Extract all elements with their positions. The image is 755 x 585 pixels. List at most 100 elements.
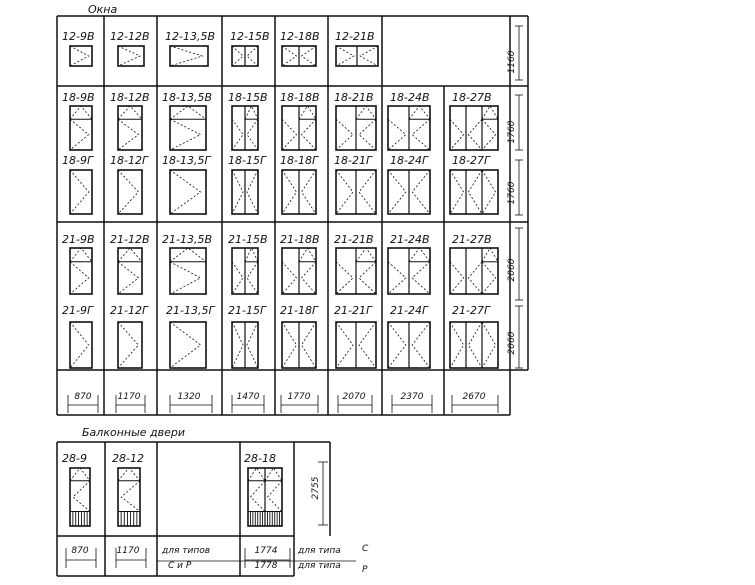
window-open-mark [387, 321, 407, 369]
window-open-mark [298, 105, 317, 120]
window-label: 18-18В [280, 91, 320, 104]
door-width-dim: 870 [71, 546, 88, 556]
window-label: 21-12Г [110, 304, 149, 317]
window-frame [69, 169, 93, 215]
door-open-mark [69, 467, 91, 482]
type-note: для типов [161, 546, 210, 556]
window-label: 12-21В [335, 30, 375, 43]
window-label: 18-12В [110, 91, 150, 104]
window-open-mark [69, 105, 93, 120]
window-glyph [387, 169, 431, 215]
window-open-mark [246, 261, 259, 295]
window-open-mark [358, 169, 377, 215]
window-label: 12-9В [62, 30, 95, 43]
window-glyph [281, 169, 317, 215]
window-glyph [169, 45, 209, 67]
window-label: 12-12В [110, 30, 150, 43]
window-open-mark [481, 247, 499, 263]
door-glyph [117, 467, 141, 527]
window-open-mark [169, 261, 202, 295]
window-open-mark [335, 45, 355, 67]
window-open-mark [467, 321, 483, 369]
door-open-mark [267, 480, 283, 512]
window-glyph [231, 105, 259, 151]
width-dim: 2070 [343, 392, 366, 402]
window-open-mark [449, 261, 465, 295]
window-open-mark [355, 247, 377, 263]
window-frame [449, 321, 499, 369]
window-label: 21-15Г [228, 304, 267, 317]
window-open-mark [411, 261, 431, 295]
width-dim: 1470 [237, 392, 260, 402]
window-open-mark [244, 247, 259, 262]
window-open-mark [231, 45, 244, 67]
window-open-mark [387, 118, 407, 151]
height-dim: 1760 [507, 120, 517, 143]
window-open-mark [387, 261, 407, 295]
window-open-mark [300, 45, 317, 67]
door-open-mark [247, 467, 266, 481]
window-open-mark [358, 261, 377, 295]
window-open-mark [449, 169, 465, 215]
window-label: 21-27В [452, 233, 492, 246]
window-open-mark [481, 321, 497, 369]
window-frame [117, 321, 143, 369]
window-glyph [335, 105, 377, 151]
window-glyph [335, 247, 377, 295]
window-glyph [449, 321, 499, 369]
door-open-mark [120, 480, 141, 512]
type-p-letter: Р [362, 565, 368, 575]
window-marks [69, 45, 499, 527]
window-frame [69, 45, 93, 67]
window-open-mark [117, 118, 140, 151]
window-open-mark [231, 169, 244, 215]
window-frame [69, 105, 93, 151]
window-frame [117, 169, 143, 215]
window-open-mark [467, 118, 483, 151]
window-label: 18-12Г [110, 154, 149, 167]
type-c-letter: С [362, 544, 369, 554]
window-label: 12-13,5В [165, 30, 215, 43]
door-open-mark [117, 467, 141, 482]
window-glyph [449, 105, 499, 151]
window-glyph [169, 105, 207, 151]
window-open-mark [301, 118, 317, 151]
window-glyph [231, 45, 259, 67]
window-open-mark [69, 247, 93, 263]
window-open-mark [169, 105, 207, 120]
window-open-mark [246, 169, 259, 215]
window-glyph [387, 105, 431, 151]
window-open-mark [358, 118, 377, 151]
window-label: 18-15В [228, 91, 268, 104]
window-glyph [69, 45, 93, 67]
window-open-mark [481, 105, 499, 120]
window-frame [117, 105, 143, 151]
window-open-mark [387, 169, 407, 215]
window-label: 18-27В [452, 91, 492, 104]
door-open-mark [250, 480, 266, 512]
window-open-mark [408, 105, 431, 120]
window-glyph [335, 169, 377, 215]
door-width-dim: 1170 [117, 546, 140, 556]
type-p-note: для типа [297, 561, 341, 571]
window-open-mark [411, 118, 431, 151]
window-glyph [387, 321, 431, 369]
height-dim: 2060 [507, 258, 517, 281]
window-glyph [69, 247, 93, 295]
window-open-mark [301, 321, 317, 369]
window-label: 21-9В [62, 233, 95, 246]
window-open-mark [281, 118, 297, 151]
window-open-mark [449, 321, 465, 369]
window-label: 21-18В [280, 233, 320, 246]
window-glyph [335, 45, 379, 67]
window-glyph [281, 247, 317, 295]
window-frame [69, 247, 93, 295]
window-frame [169, 247, 207, 295]
window-glyph [231, 321, 259, 369]
width-dim: 1170 [118, 392, 141, 402]
window-open-mark [335, 169, 354, 215]
window-frame [169, 45, 209, 67]
window-open-mark [69, 118, 90, 151]
window-frame [169, 105, 207, 151]
window-open-mark [408, 247, 431, 263]
